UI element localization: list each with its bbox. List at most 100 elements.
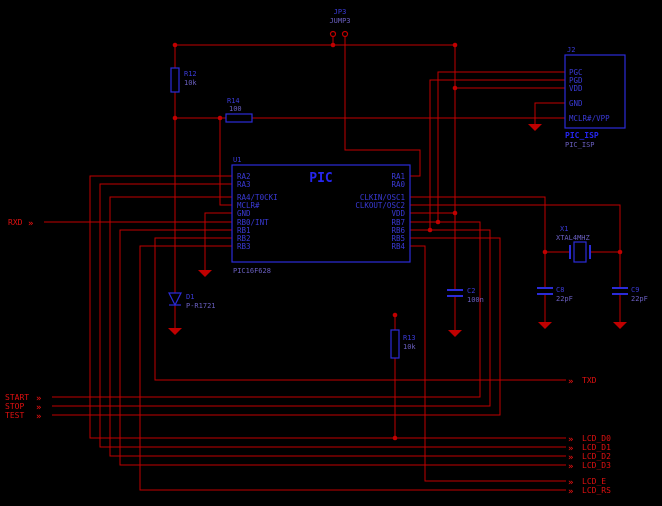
jumper-pin bbox=[329, 30, 337, 38]
resistor-r13-value: 10k bbox=[403, 343, 416, 351]
resistor-r14-ref: R14 bbox=[227, 97, 240, 105]
wire-oscillator bbox=[410, 196, 621, 322]
signal-arrow-icon: » bbox=[28, 219, 33, 229]
signal-label-lcd-d1: LCD_D1 bbox=[582, 443, 611, 452]
junction-dot bbox=[452, 85, 458, 91]
isp-pin-label: MCLR#/VPP bbox=[569, 114, 610, 123]
mcu-pin-label: CLKIN/OSC1 bbox=[360, 193, 405, 202]
signal-arrow-icon: » bbox=[568, 444, 573, 454]
ground-icon bbox=[448, 330, 462, 337]
jumper-value: JUMP3 bbox=[329, 17, 350, 25]
mcu-body bbox=[231, 164, 411, 263]
ground-icon bbox=[528, 124, 542, 131]
isp-label: PIC_ISP bbox=[565, 131, 599, 140]
signal-arrow-icon: » bbox=[568, 453, 573, 463]
signal-arrow-icon: » bbox=[568, 377, 573, 387]
junction-dot bbox=[452, 42, 458, 48]
wire-net-vdd bbox=[174, 44, 565, 330]
junction-dot bbox=[542, 249, 548, 255]
signal-arrow-icon: » bbox=[568, 462, 573, 472]
signal-arrow-icon: » bbox=[36, 403, 41, 413]
wire-gnd-rxd bbox=[44, 212, 232, 270]
isp-pin-label: VDD bbox=[569, 84, 583, 93]
diode-value: P-R1721 bbox=[186, 302, 216, 310]
mcu-pin-label: RA0 bbox=[391, 180, 405, 189]
signal-label-start: START bbox=[5, 393, 29, 402]
junction-dot bbox=[452, 210, 458, 216]
resistor-r14-value: 100 bbox=[229, 105, 242, 113]
signal-label-lcd-e: LCD_E bbox=[582, 477, 606, 486]
signal-label-rxd: RXD bbox=[8, 218, 23, 227]
junction-dot bbox=[435, 219, 441, 225]
mcu-pin-label: RA4/T0CKI bbox=[237, 193, 278, 202]
mcu-value: PIC16F628 bbox=[233, 267, 271, 275]
ground-icon bbox=[613, 322, 627, 329]
isp-ref: J2 bbox=[567, 46, 575, 54]
diode-body bbox=[168, 292, 182, 307]
component-bodies bbox=[168, 30, 628, 359]
wire-left-bus bbox=[89, 175, 566, 491]
wire-jumper-clock bbox=[332, 37, 421, 177]
signal-label-stop: STOP bbox=[5, 402, 24, 411]
mcu-pin-label: RB4 bbox=[391, 242, 405, 251]
jumper-pin bbox=[341, 30, 349, 38]
signal-label-lcd-d2: LCD_D2 bbox=[582, 452, 611, 461]
mcu-pin-label: RB1 bbox=[237, 226, 251, 235]
signal-label-lcd-d0: LCD_D0 bbox=[582, 434, 611, 443]
resistor-r13-ref: R13 bbox=[403, 334, 416, 342]
junction-dot bbox=[617, 249, 623, 255]
signal-arrow-icon: » bbox=[36, 412, 41, 422]
mcu-pin-label: CLKOUT/OSC2 bbox=[355, 201, 405, 210]
ground-icon bbox=[198, 270, 212, 277]
resistor-r12-value: 10k bbox=[184, 79, 197, 87]
signal-label-lcd-d3: LCD_D3 bbox=[582, 461, 611, 470]
mcu-pin-label: MCLR# bbox=[237, 201, 260, 210]
isp-sublabel: PIC_ISP bbox=[565, 141, 595, 149]
mcu-pin-label: RA2 bbox=[237, 172, 251, 181]
ground-icon bbox=[168, 328, 182, 335]
mcu-pin-label: RB0/INT bbox=[237, 218, 269, 227]
junction-dot bbox=[330, 42, 336, 48]
wire-right-bus bbox=[52, 221, 566, 482]
wire-isp-lines bbox=[429, 71, 565, 230]
isp-connector-body bbox=[564, 54, 626, 129]
isp-pin-label: GND bbox=[569, 99, 583, 108]
signal-arrow-icon: » bbox=[36, 394, 41, 404]
isp-pin-label: PGC bbox=[569, 68, 583, 77]
signal-label-txd: TXD bbox=[582, 376, 597, 385]
mcu-title: PIC bbox=[309, 171, 332, 186]
signal-label-test: TEST bbox=[5, 411, 24, 420]
crystal-value: XTAL4MHZ bbox=[556, 234, 590, 242]
junction-dot bbox=[392, 312, 398, 318]
signal-arrow-icon: » bbox=[568, 478, 573, 488]
ground-symbols bbox=[168, 124, 627, 337]
resistor-r13-body bbox=[390, 329, 400, 359]
resistor-r12-ref: R12 bbox=[184, 70, 197, 78]
mcu-ref: U1 bbox=[233, 156, 241, 164]
junction-dot bbox=[172, 42, 178, 48]
junction-dots bbox=[172, 42, 623, 441]
jumper-ref: JP3 bbox=[334, 8, 347, 16]
crystal-ref: X1 bbox=[560, 225, 568, 233]
mcu-pin-label: RB5 bbox=[391, 234, 405, 243]
capacitor-c8-ref: C8 bbox=[556, 286, 564, 294]
mcu-pin-label: RA1 bbox=[391, 172, 405, 181]
ground-icon bbox=[538, 322, 552, 329]
crystal-body bbox=[573, 241, 587, 263]
mcu-pin-label: RB3 bbox=[237, 242, 251, 251]
capacitor-c9-ref: C9 bbox=[631, 286, 639, 294]
resistor-r12-body bbox=[170, 67, 180, 93]
mcu-pin-label: RA3 bbox=[237, 180, 251, 189]
junction-dot bbox=[392, 435, 398, 441]
mcu-pin-label: RB2 bbox=[237, 234, 251, 243]
signal-arrow-icon: » bbox=[568, 435, 573, 445]
capacitor-c8-value: 22pF bbox=[556, 295, 573, 303]
isp-pin-label: PGD bbox=[569, 76, 583, 85]
junction-dot bbox=[217, 115, 223, 121]
mcu-pin-label: VDD bbox=[391, 209, 405, 218]
wires bbox=[44, 37, 621, 491]
wire-net-mclr bbox=[174, 117, 565, 328]
junction-dot bbox=[172, 115, 178, 121]
capacitor-c2-value: 100n bbox=[467, 296, 484, 304]
